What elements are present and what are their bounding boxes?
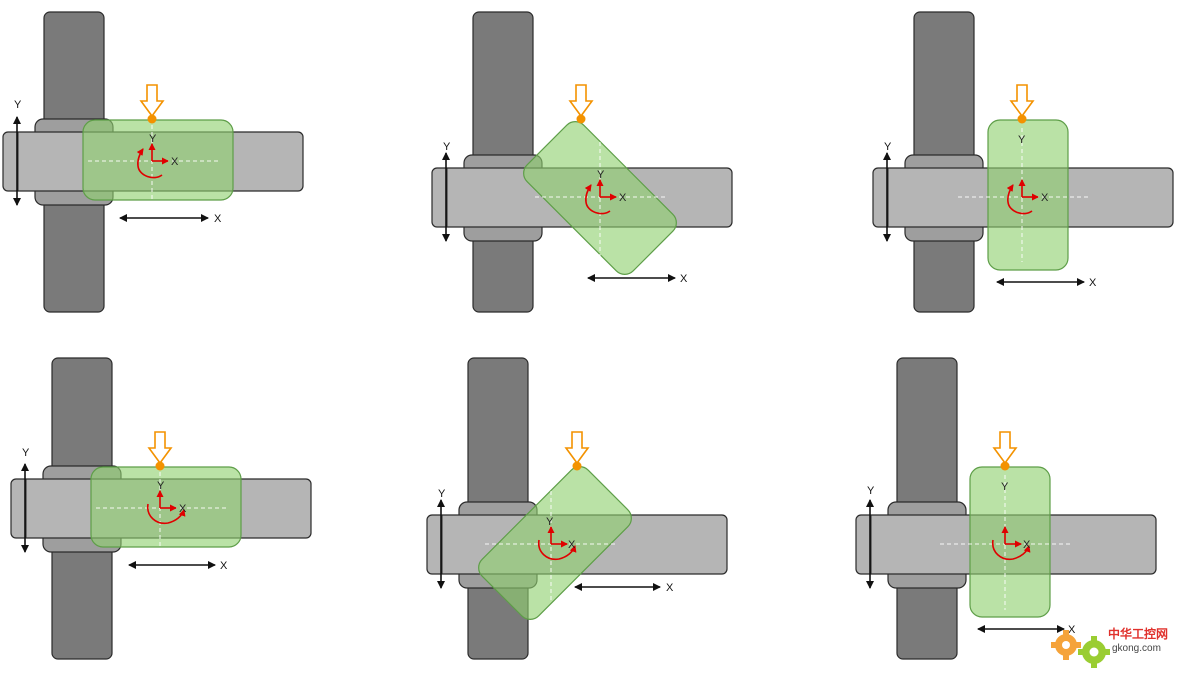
force-arrow-icon [564, 431, 590, 465]
force-arrow-icon [992, 431, 1018, 465]
y-travel-label: Y [443, 141, 451, 153]
rotation-arrow-icon [537, 539, 577, 561]
x-travel-label: X [214, 213, 222, 225]
rotation-arrow-icon [1006, 184, 1033, 215]
rotation-arrow-icon [584, 184, 611, 215]
local-y-label: Y [1018, 134, 1026, 146]
force-arrow-icon [139, 84, 165, 118]
panel-top-left: Y X Y X [2, 11, 304, 313]
local-y-label: Y [597, 169, 605, 181]
axis-triad-icon [537, 526, 577, 561]
x-travel-label: X [680, 273, 688, 285]
green-part [82, 119, 234, 201]
local-x-label: X [619, 192, 627, 204]
panel-bottom-right: Y X Y X [855, 357, 1157, 660]
panel-top-right: Y X Y X [872, 11, 1174, 313]
axis-triad-icon [146, 490, 186, 525]
local-x-label: X [171, 156, 179, 168]
rotation-arrow-icon [136, 148, 163, 179]
watermark-url: gkong.com [1112, 643, 1161, 654]
force-point [147, 114, 157, 124]
gear-logo-icon [1051, 630, 1110, 668]
y-travel-label: Y [22, 447, 30, 459]
green-part [969, 466, 1051, 618]
x-travel-label: X [220, 560, 228, 572]
green-part [987, 119, 1069, 271]
force-arrow-icon [1009, 84, 1035, 118]
force-point [155, 461, 165, 471]
y-travel-label: Y [14, 99, 22, 111]
axis-triad-icon [1006, 179, 1039, 215]
panel-top-middle: Y X Y X [431, 11, 733, 313]
force-point [1017, 114, 1027, 124]
y-travel-label: Y [867, 485, 875, 497]
local-x-label: X [1041, 192, 1049, 204]
panel-bottom-middle: Y X Y X [426, 357, 728, 660]
y-travel-label: Y [884, 141, 892, 153]
local-y-label: Y [149, 133, 157, 145]
local-y-label: Y [1001, 481, 1009, 493]
green-part [478, 466, 632, 620]
rotation-arrow-icon [146, 503, 186, 525]
force-arrow-icon [568, 84, 594, 118]
local-x-label: X [1023, 539, 1031, 551]
local-y-label: Y [157, 480, 165, 492]
axis-triad-icon [584, 179, 617, 215]
watermark-chinese: 中华工控网 [1108, 626, 1168, 641]
watermark: 中华工控网 gkong.com [1051, 626, 1168, 668]
panel-bottom-left: Y X Y X [10, 357, 312, 660]
x-travel-label: X [1089, 277, 1097, 289]
force-point [1000, 461, 1010, 471]
y-travel-label: Y [438, 488, 446, 500]
x-travel-label: X [666, 582, 674, 594]
force-point [572, 461, 582, 471]
local-x-label: X [568, 539, 576, 551]
axis-triad-icon [991, 526, 1031, 561]
local-x-label: X [179, 503, 187, 515]
axis-triad-icon [136, 143, 169, 179]
force-arrow-icon [147, 431, 173, 465]
force-point [576, 114, 586, 124]
x-travel-label: X [1068, 624, 1076, 636]
green-part [90, 466, 242, 548]
rotation-arrow-icon [991, 539, 1031, 561]
local-y-label: Y [546, 516, 554, 528]
